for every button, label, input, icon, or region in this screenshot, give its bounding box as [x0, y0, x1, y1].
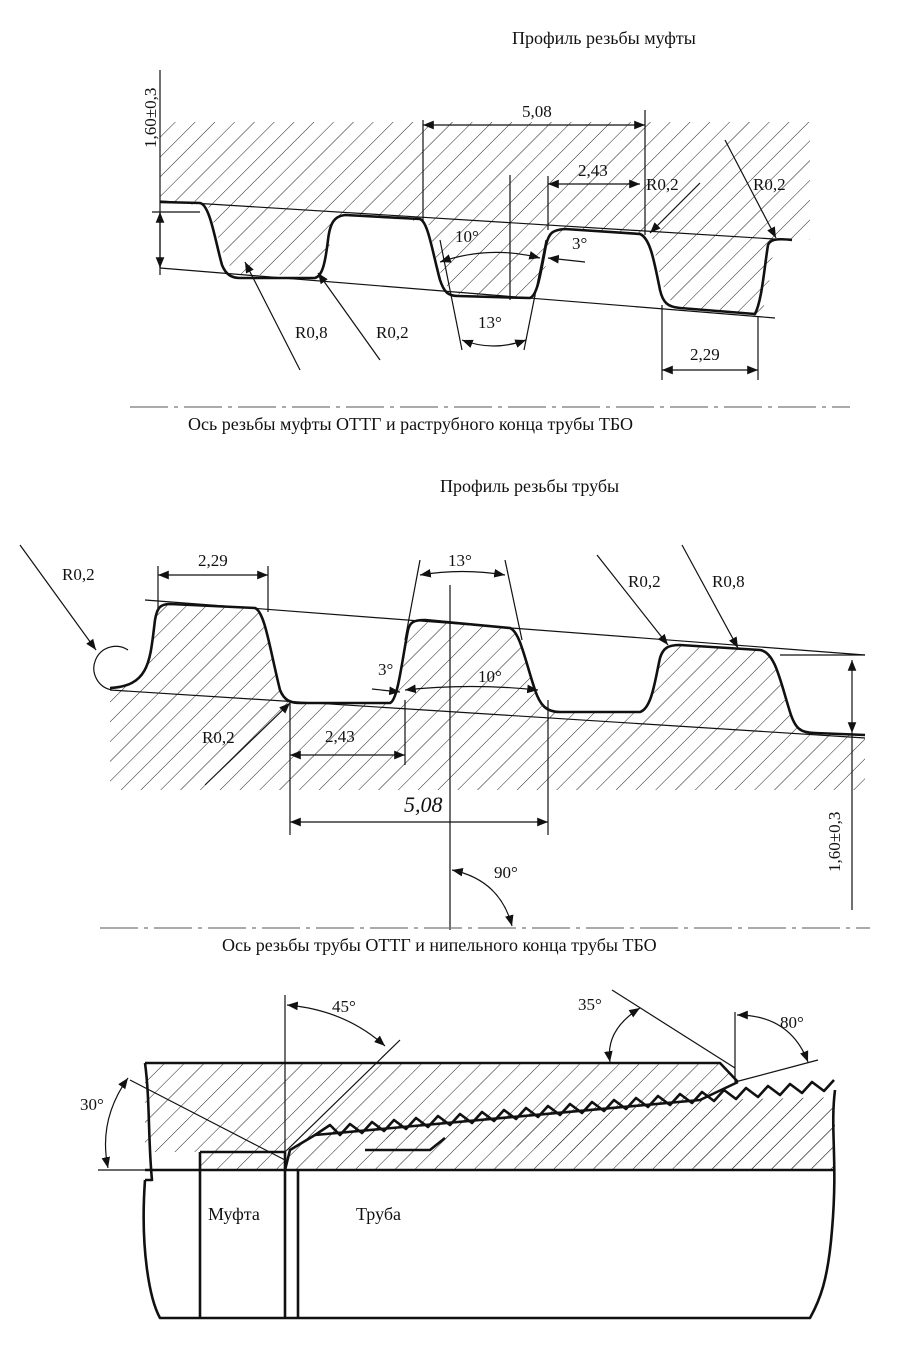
pipe-width-243-label: 2,43: [325, 727, 355, 746]
pipe-body-hatch: [290, 1098, 835, 1170]
coupling-pitch-label: 5,08: [522, 102, 552, 121]
pipe-angle-3: 3°: [378, 660, 393, 679]
pipe-angle-10: 10°: [478, 667, 502, 686]
coupling-thread-profile: Профиль резьбы муфты 1,60±0,3 5,08 2,43 …: [130, 28, 850, 434]
pipe-angle-13: 13°: [448, 551, 472, 570]
pipe-width-229-label: 2,29: [198, 551, 228, 570]
coupling-height-label: 1,60±0,3: [141, 88, 160, 148]
pipe-section-hatch: [110, 604, 865, 790]
coupling-radius-08: R0,8: [295, 323, 328, 342]
coupling-radius-02-a: R0,2: [646, 175, 679, 194]
coupling-thread-contour: [159, 200, 793, 316]
pipe-pitch-label: 5,08: [404, 792, 443, 817]
coupling-outline: [143, 1061, 739, 1182]
assembly-angle-35: 35°: [578, 995, 602, 1014]
assembly-angle-80: 80°: [780, 1013, 804, 1032]
pipe-angle-90: 90°: [494, 863, 518, 882]
pipe-thread-profile: Профиль резьбы трубы R0,2 2,29 13° R0,2 …: [19, 476, 870, 955]
coupling-profile-title: Профиль резьбы муфты: [512, 28, 696, 48]
assembly-angle-45: 45°: [332, 997, 356, 1016]
coupling-radius-02-c: R0,2: [376, 323, 409, 342]
pipe-axis-caption: Ось резьбы трубы ОТТГ и нипельного конца…: [222, 935, 657, 955]
coupling-radius-02-b: R0,2: [753, 175, 786, 194]
coupling-angle-10: 10°: [455, 227, 479, 246]
pipe-radius-02-right: R0,2: [628, 572, 661, 591]
coupling-width-243-label: 2,43: [578, 161, 608, 180]
pipe-height-label: 1,60±0,3: [825, 812, 844, 872]
coupling-angle-3: 3°: [572, 234, 587, 253]
label-pipe: Труба: [356, 1204, 401, 1224]
label-coupling: Муфта: [208, 1204, 260, 1224]
assembly-section: 45° 35° 80° 30° Муфта Труба: [80, 989, 837, 1320]
pipe-thread-contour: [109, 602, 866, 737]
pipe-profile-title: Профиль резьбы трубы: [440, 476, 619, 496]
coupling-angle-13: 13°: [478, 313, 502, 332]
pipe-radius-08: R0,8: [712, 572, 745, 591]
assembly-angle-30: 30°: [80, 1095, 104, 1114]
coupling-width-229-label: 2,29: [690, 345, 720, 364]
coupling-axis-caption: Ось резьбы муфты ОТТГ и раструбного конц…: [188, 414, 633, 434]
pipe-radius-02-left: R0,2: [62, 565, 95, 584]
pipe-radius-02-bottom: R0,2: [202, 728, 235, 747]
